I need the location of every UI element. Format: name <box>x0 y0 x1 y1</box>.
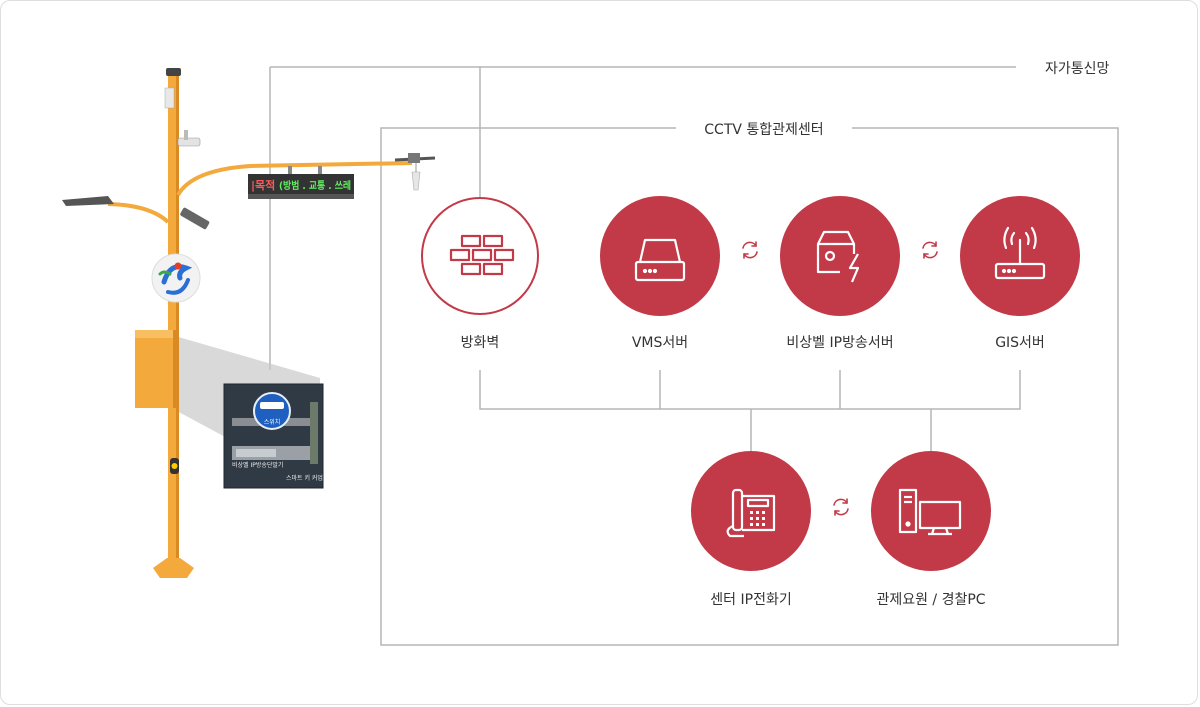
gis-server-node: GIS서버 <box>960 196 1080 351</box>
street-lamp-head <box>62 196 114 206</box>
sign-text-red: |목적 <box>251 178 275 192</box>
gis-label: GIS서버 <box>995 335 1045 351</box>
cctv-camera-icon <box>177 130 201 147</box>
emergency-label: 비상벨 IP방송서버 <box>786 335 893 351</box>
desktop-pc-icon <box>898 488 962 536</box>
vms-label: VMS서버 <box>632 335 688 351</box>
pole-shaft-shade <box>176 70 179 575</box>
cabinet-interior-closeup: 스위치 비상벨 IP방송단말기 스마트 키 커업 <box>223 383 324 489</box>
arm-end-device <box>394 153 436 191</box>
firewall-label: 방화벽 <box>461 335 500 351</box>
sync-icon <box>833 498 849 516</box>
equipment-cabinet <box>135 330 178 408</box>
bus-line <box>479 370 1021 410</box>
firewall-node: 방화벽 <box>421 197 539 351</box>
pole-base <box>153 558 194 578</box>
operator-label: 관제요원 / 경찰PC <box>876 592 985 608</box>
lamp-arm <box>107 202 170 224</box>
side-camera <box>180 207 210 230</box>
network-label: 자가통신망 <box>1045 61 1110 77</box>
sign-arm <box>176 161 413 197</box>
center-label: CCTV 통합관제센터 <box>704 122 823 138</box>
pole-top-device <box>164 87 175 109</box>
connector-lines <box>269 66 1119 646</box>
cabinet-caption-2: 스마트 키 커업 <box>286 474 323 482</box>
sign-text-green: (방범 . 교통 . 쓰레 <box>279 179 351 192</box>
sync-icon <box>742 241 758 259</box>
phone-node: 센터 IP전화기 <box>691 451 811 608</box>
cabinet-caption: 비상벨 IP방송단말기 <box>232 461 283 469</box>
hard-drive-icon <box>634 238 686 282</box>
pole-shaft <box>168 70 179 575</box>
pole-cap <box>166 68 181 76</box>
vms-server-node: VMS서버 <box>600 196 720 351</box>
desk-phone-icon <box>726 488 776 538</box>
wifi-router-icon <box>994 226 1046 280</box>
brick-wall-icon <box>449 234 515 276</box>
operator-pc-node: 관제요원 / 경찰PC <box>871 451 991 608</box>
switch-icon <box>260 402 284 409</box>
street-pole: |목적 (방범 . 교통 . 쓰레 <box>62 68 436 578</box>
phone-label: 센터 IP전화기 <box>710 592 791 608</box>
emergency-server-node: 비상벨 IP방송서버 <box>780 196 900 351</box>
power-box-icon <box>816 230 860 283</box>
sync-icons <box>742 241 938 516</box>
cabinet-badge: 스위치 <box>264 418 281 426</box>
led-sign: |목적 (방범 . 교통 . 쓰레 <box>248 166 354 199</box>
sync-icon <box>922 241 938 259</box>
city-emblem-icon <box>151 253 201 303</box>
center-box-outline <box>380 127 1119 646</box>
